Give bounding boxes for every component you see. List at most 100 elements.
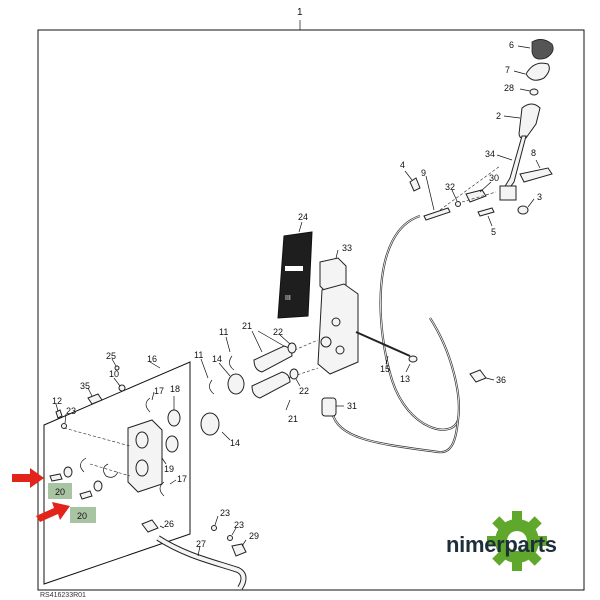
- washer-left: [61, 423, 67, 429]
- spool-lower: [251, 371, 291, 399]
- callout-34: 34: [485, 149, 495, 159]
- callout-27: 27: [196, 539, 206, 549]
- callout-11-upper: 11: [219, 327, 228, 337]
- assembly-frame: [37, 29, 585, 591]
- lever-bracket: [519, 167, 553, 183]
- housing-bore-lower: [135, 459, 149, 477]
- lever-rod: [503, 135, 527, 191]
- cable-clamp: [469, 369, 487, 383]
- o-ring-upper: [167, 409, 181, 427]
- lever-ring: [525, 62, 550, 81]
- gear-icon: [487, 511, 547, 571]
- control-valve-body: [317, 283, 359, 375]
- callout-8: 8: [531, 148, 536, 158]
- callout-23-left: 23: [66, 406, 76, 416]
- o-ring-lower: [165, 435, 179, 453]
- lever-handle: [518, 103, 541, 139]
- washer-middle: [211, 525, 217, 531]
- footer-code: RS416233R01: [40, 592, 86, 599]
- callout-25: 25: [106, 351, 116, 361]
- lever-nut: [529, 88, 539, 96]
- retaining-clip-lower: [209, 379, 215, 395]
- callout-24: 24: [298, 212, 308, 222]
- callout-23-right: 23: [234, 520, 244, 530]
- callout-12: 12: [52, 396, 62, 406]
- fastener-upper: [49, 473, 63, 482]
- lever-cap: [531, 39, 554, 60]
- callout-31: 31: [347, 401, 357, 411]
- callout-33: 33: [342, 243, 352, 253]
- callout-30: 30: [489, 173, 499, 183]
- callout-36: 36: [496, 375, 506, 385]
- pivot-knob: [517, 205, 529, 215]
- cable-fitting: [321, 397, 337, 417]
- callout-9: 9: [421, 168, 426, 178]
- tie-rod: [355, 331, 411, 357]
- mount-screw: [55, 409, 63, 419]
- callout-19: 19: [164, 464, 174, 474]
- callout-20-lower-highlight: [70, 507, 96, 523]
- callout-35: 35: [80, 381, 90, 391]
- callout-22-lower: 22: [299, 386, 309, 396]
- housing-bore-upper: [135, 431, 149, 449]
- pivot-block: [499, 185, 517, 201]
- valve-housing: [127, 419, 163, 493]
- callout-10: 10: [109, 369, 119, 379]
- seal-lower: [289, 368, 299, 380]
- callout-5: 5: [491, 227, 496, 237]
- callout-18: 18: [170, 384, 180, 394]
- sleeve-lower: [200, 412, 220, 436]
- elbow-fitting: [87, 393, 103, 405]
- tie-rod-nut: [408, 355, 418, 363]
- spring-clip: [103, 463, 119, 478]
- callout-14-upper: 14: [212, 354, 222, 364]
- spool-upper: [253, 345, 293, 373]
- callout-4: 4: [400, 160, 405, 170]
- callout-21-lower: 21: [288, 414, 298, 424]
- callout-26: 26: [164, 519, 174, 529]
- callout-20-lower: 20: [77, 511, 87, 521]
- brand-wordmark: nimerparts: [446, 532, 557, 557]
- cable-end-rod: [423, 207, 451, 221]
- callout-7: 7: [505, 65, 510, 75]
- valve-port-a: [331, 317, 341, 327]
- cable-lower-run: [330, 411, 460, 454]
- callout-22-upper: 22: [273, 327, 283, 337]
- callout-15: 15: [380, 364, 390, 374]
- callout-11-lower: 11: [194, 350, 203, 360]
- callout-17-upper: 17: [154, 386, 164, 396]
- valve-port-b: [335, 345, 345, 355]
- decal-text: III: [285, 295, 291, 302]
- pointer-arrow-lower: [36, 502, 70, 522]
- callout-16: 16: [147, 354, 157, 364]
- callout-23-middle: 23: [220, 508, 230, 518]
- seal-upper: [287, 342, 297, 354]
- hose-fitting: [141, 519, 159, 533]
- callout-14-lower: 14: [230, 438, 240, 448]
- clevis-pin: [455, 201, 461, 207]
- mount-bolt: [409, 177, 421, 192]
- callout-21-upper: 21: [242, 321, 252, 331]
- callout-1: 1: [297, 7, 303, 18]
- valve-subassembly-frame: [43, 361, 191, 585]
- retaining-clip-upper: [229, 355, 235, 371]
- callout-20-upper: 20: [55, 487, 65, 497]
- snap-ring-lower: [159, 481, 165, 497]
- control-decal: [277, 231, 313, 319]
- snap-ring-upper: [145, 397, 151, 413]
- callout-29: 29: [249, 531, 259, 541]
- clevis: [465, 189, 487, 203]
- hose-elbow: [231, 543, 247, 557]
- callout-32: 32: [445, 182, 455, 192]
- bleed-fitting: [118, 384, 126, 392]
- callout-20-upper-highlight: [48, 483, 72, 499]
- callout-6: 6: [509, 40, 514, 50]
- hose-clip: [80, 457, 87, 473]
- washer-right: [227, 535, 233, 541]
- pointer-arrow-upper: [12, 468, 44, 488]
- callout-13: 13: [400, 374, 410, 384]
- callout-2: 2: [496, 111, 501, 121]
- callout-3: 3: [537, 192, 542, 202]
- decal-slot: [285, 266, 303, 271]
